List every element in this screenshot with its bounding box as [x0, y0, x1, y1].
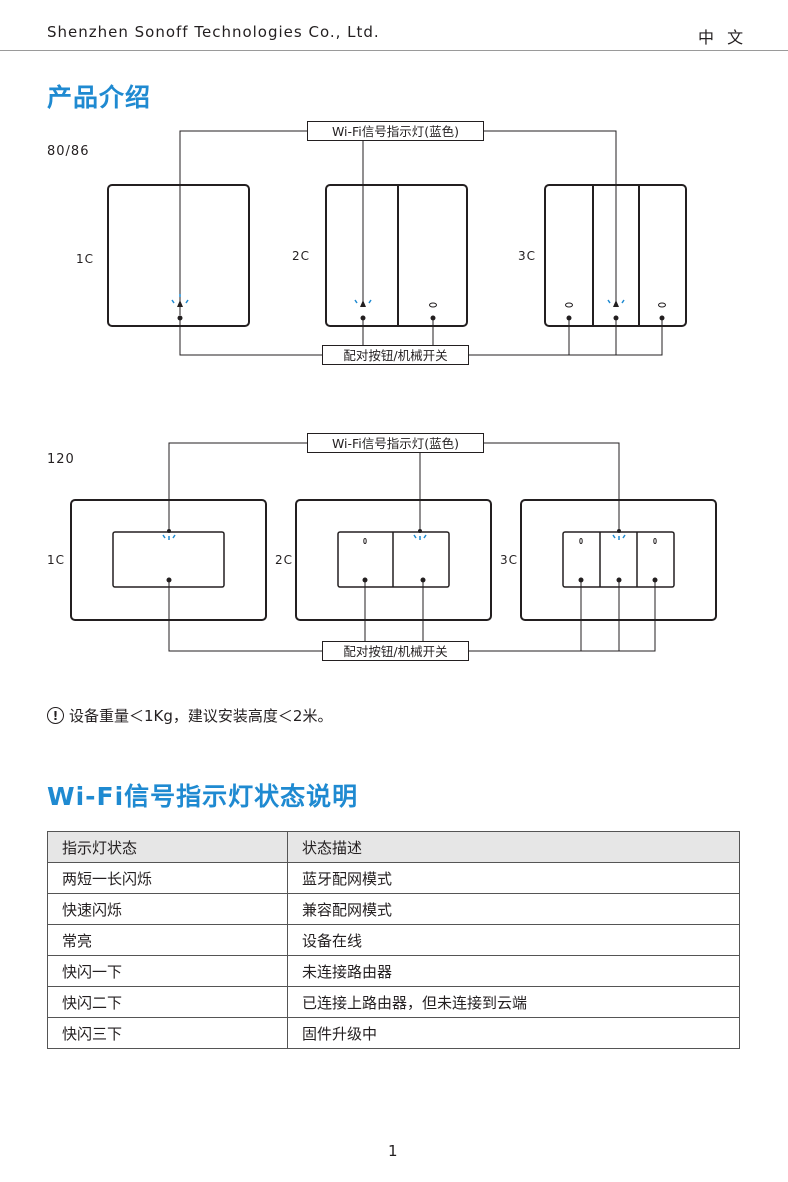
table-cell: 已连接上路由器，但未连接到云端: [287, 986, 740, 1018]
table-row: 常亮设备在线: [47, 924, 740, 956]
switch-1c-86: [107, 184, 250, 327]
table-cell: 快闪一下: [47, 955, 288, 987]
page-number: 1: [388, 1142, 398, 1160]
switch-2c-120: [295, 499, 492, 621]
column-header: 指示灯状态: [47, 831, 288, 863]
weight-note: ! 设备重量＜1Kg，建议安装高度＜2米。: [47, 705, 332, 726]
diagram-86-switches: [107, 130, 687, 356]
table-cell: 设备在线: [287, 924, 740, 956]
table-row: 快闪二下已连接上路由器，但未连接到云端: [47, 986, 740, 1018]
section-title-product: 产品介绍: [47, 83, 152, 112]
label-3c-120: 3C: [500, 553, 519, 567]
switch-3c-120: [520, 499, 717, 621]
wifi-led-icon: [171, 294, 625, 307]
series-label-120: 120: [47, 452, 75, 467]
label-1c-120: 1C: [47, 553, 66, 567]
label-1c-86: 1C: [76, 252, 95, 266]
table-cell: 蓝牙配网模式: [287, 862, 740, 894]
header-divider: [0, 50, 788, 51]
weight-note-text: 设备重量＜1Kg，建议安装高度＜2米。: [69, 707, 333, 725]
label-3c-86: 3C: [518, 249, 537, 263]
pair-button-callout-120: 配对按钮/机械开关: [322, 641, 469, 661]
status-table: 指示灯状态 状态描述 两短一长闪烁蓝牙配网模式 快速闪烁兼容配网模式 常亮设备在…: [47, 831, 740, 1049]
wifi-indicator-callout-120: Wi-Fi信号指示灯(蓝色): [307, 433, 484, 453]
table-cell: 两短一长闪烁: [47, 862, 288, 894]
table-cell: 固件升级中: [287, 1017, 740, 1049]
label-2c-120: 2C: [275, 553, 294, 567]
label-2c-86: 2C: [292, 249, 311, 263]
table-cell: 快闪二下: [47, 986, 288, 1018]
table-cell: 兼容配网模式: [287, 893, 740, 925]
table-row: 快闪一下未连接路由器: [47, 955, 740, 987]
table-row: 快闪三下固件升级中: [47, 1017, 740, 1049]
language-label: 中 文: [698, 28, 748, 47]
table-row: 快速闪烁兼容配网模式: [47, 893, 740, 925]
switch-1c-120: [70, 499, 267, 621]
switch-3c-86: [544, 184, 687, 327]
table-header-row: 指示灯状态 状态描述: [47, 831, 740, 863]
table-cell: 快速闪烁: [47, 893, 288, 925]
table-cell: 常亮: [47, 924, 288, 956]
wifi-indicator-callout-86: Wi-Fi信号指示灯(蓝色): [307, 121, 484, 141]
diagram-120-switches: [70, 442, 717, 652]
series-label-86: 80/86: [47, 144, 90, 159]
section-title-wifi-status: Wi-Fi信号指示灯状态说明: [47, 782, 359, 811]
switch-2c-86: [325, 184, 468, 327]
warning-icon: !: [47, 707, 64, 724]
pair-button-callout-86: 配对按钮/机械开关: [322, 345, 469, 365]
table-cell: 快闪三下: [47, 1017, 288, 1049]
table-row: 两短一长闪烁蓝牙配网模式: [47, 862, 740, 894]
company-name: Shenzhen Sonoff Technologies Co., Ltd.: [47, 23, 380, 41]
wifi-led-icon-120: [162, 534, 626, 540]
column-header: 状态描述: [287, 831, 740, 863]
table-cell: 未连接路由器: [287, 955, 740, 987]
